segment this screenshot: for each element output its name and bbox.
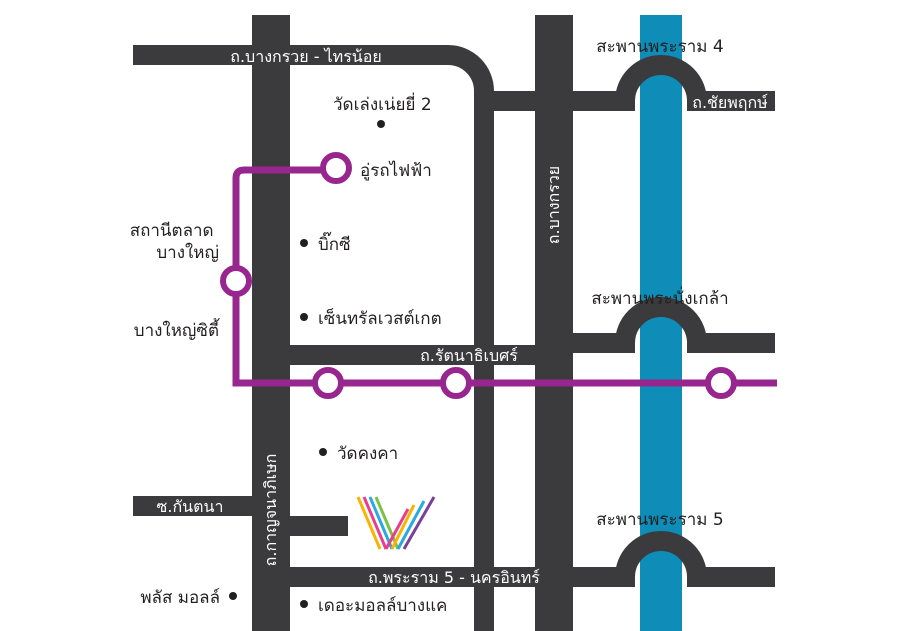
road-soi-kan-tana [133,496,252,516]
station-river-icon[interactable] [705,367,737,399]
label-soi-kan-tana: ซ.กันตนา [157,497,224,516]
label-wat-len-noi-yi: วัดเล่งเน่ยยี่ 2 [333,92,432,115]
poi-wat-khongkha-icon [319,448,327,456]
poi-dots [229,120,385,608]
label-rattanathibet: ถ.รัตนาธิเบศร์ [420,346,518,365]
label-bridge-rama5: สะพานพระราม 5 [596,510,723,530]
station-central-icon[interactable] [440,367,472,399]
purple-line [232,166,777,387]
label-plus-mall: พลัส มอลล์ [140,588,220,608]
road-bang-kruai-vertical [535,15,573,631]
stations-layer [220,152,737,399]
label-station-depot: อู่รถไฟฟ้า [360,160,432,181]
station-depot-icon[interactable] [320,152,352,184]
label-bang-kruai-vertical: ถ.บางกรวย [544,166,563,244]
poi-wat-len-noi-yi-icon [377,120,385,128]
label-bridge-rama4: สะพานพระราม 4 [596,37,723,57]
label-bang-kruai-sai-noi: ถ.บางกรวย - ไทรน้อย [230,47,381,66]
road-stub [290,516,348,536]
bridge-rama5-shape [573,531,775,587]
label-central-westgate: เซ็นทรัลเวสต์เกต [318,307,442,329]
road-rattanathibet [290,345,535,365]
project-logo-icon [356,496,436,550]
label-bridge-phra-nang-klao: สะพานพระนั่งเกล้า [591,286,728,309]
label-kanchanaphisek: ถ.กาญจนาภิเษก [261,454,280,567]
label-station-talad-bang-yai-line1: สถานีตลาด [130,221,214,241]
chao-phraya-river [640,15,682,631]
bridge-phra-nang-klao-shape [573,297,775,353]
poi-big-c-icon [300,239,308,247]
poi-plus-mall-icon [229,592,237,600]
label-the-mall-bang-khae: เดอะมอลล์บางแค [318,596,447,616]
poi-the-mall-icon [300,600,308,608]
label-station-talad-bang-yai-line2: บางใหญ่ [156,242,219,263]
road-chaiyaphruek-connector [484,91,624,111]
road-kanchanaphisek [252,15,290,631]
bridge-rama4-shape [600,55,775,111]
label-chaiyaphruek: ถ.ชัยพฤกษ์ [692,93,768,112]
road-rama5-nakhon-in [290,567,573,587]
road-bang-kruai-sai-noi [133,45,494,631]
label-station-talad-bang-yai: สถานีตลาด บางใหญ่ [130,221,219,263]
roads-layer [133,15,624,631]
label-station-bang-yai-city: บางใหญ่ซิตี้ [134,318,220,341]
station-bang-yai-city-icon[interactable] [312,367,344,399]
station-talad-bang-yai-icon[interactable] [220,265,252,297]
label-big-c: บิ๊กซี [318,231,351,255]
poi-central-westgate-icon [300,313,308,321]
label-wat-khongkha: วัดคงคา [337,444,398,464]
label-rama5-nakhon-in: ถ.พระราม 5 - นครอินทร์ [368,568,540,587]
